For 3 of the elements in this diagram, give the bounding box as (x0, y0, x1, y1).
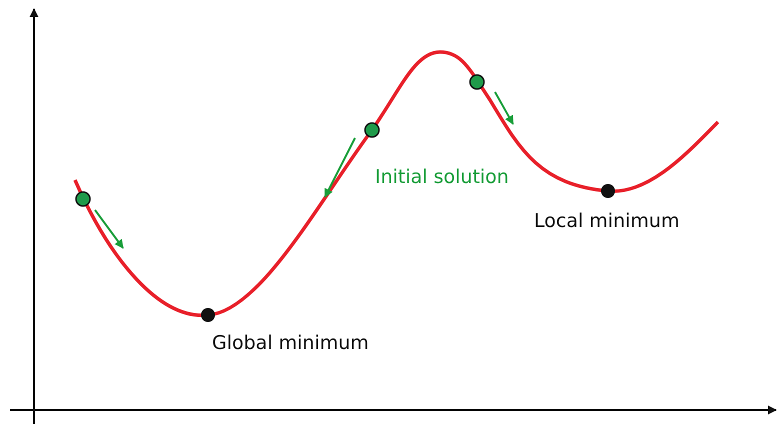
annotation-label: Initial solution (375, 166, 509, 189)
minimum-label: Local minimum (534, 210, 680, 233)
minimum-label: Global minimum (212, 332, 369, 355)
